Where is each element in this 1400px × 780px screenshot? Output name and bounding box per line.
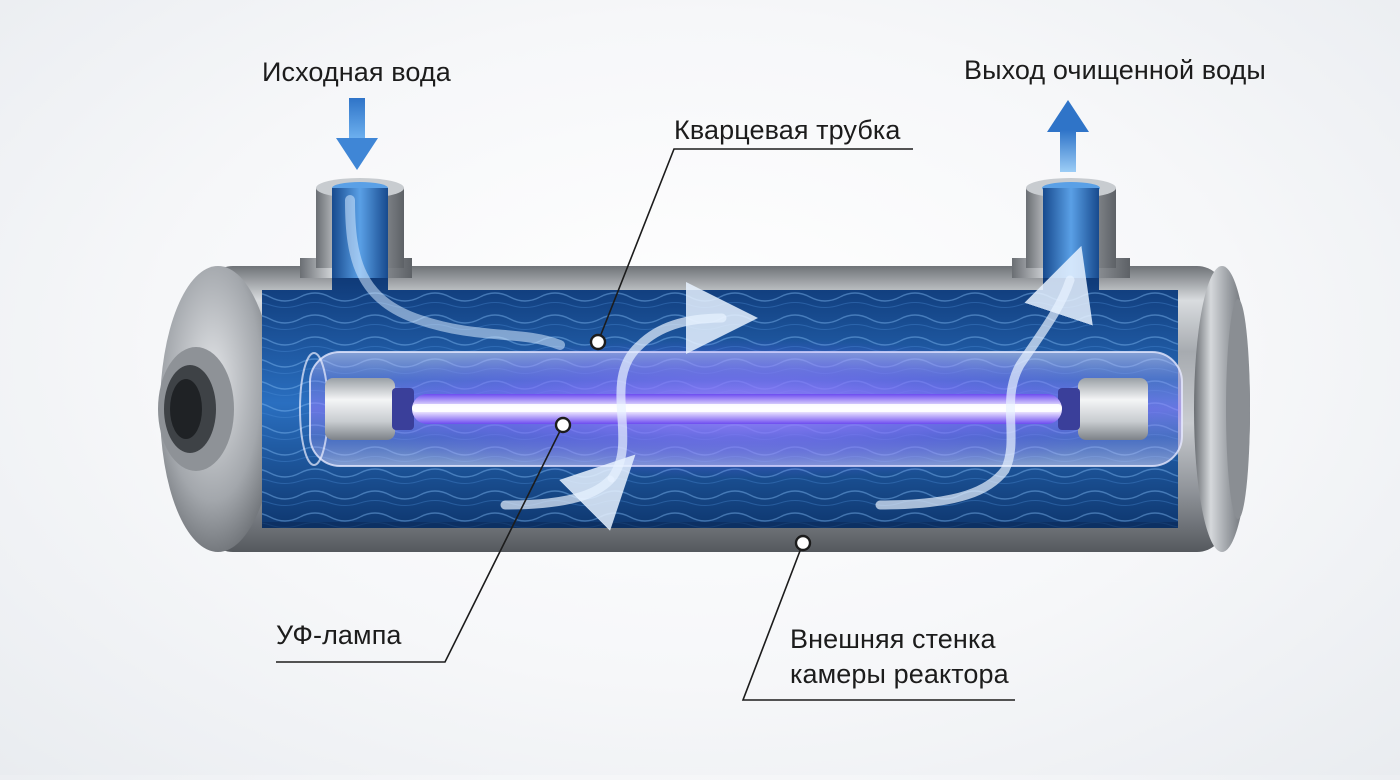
quartz-leader-line: [597, 148, 913, 343]
uv-lamp-label: УФ-лампа: [276, 620, 402, 650]
inlet-label: Исходная вода: [262, 57, 451, 87]
outlet-arrow-icon: [1047, 100, 1089, 172]
quartz-tube-label: Кварцевая трубка: [674, 115, 901, 145]
lamp-fitting-right: [1058, 378, 1148, 440]
wall-leader-line: [741, 542, 1015, 701]
inlet-flow: [345, 195, 565, 350]
outer-wall-label-line2: камеры реактора: [790, 659, 1009, 689]
lamp-callout-dot: [554, 416, 572, 434]
lamp-leader-line: [276, 424, 564, 663]
lamp-fitting-left: [325, 378, 414, 440]
quartz-callout-dot: [589, 333, 607, 351]
wall-callout-dot: [794, 534, 812, 552]
inlet-arrow-icon: [336, 98, 378, 170]
outlet-label: Выход очищенной воды: [964, 55, 1266, 85]
water-flow-arrows: [500, 245, 1093, 531]
outlet-pipe: [1012, 178, 1130, 292]
outer-wall-label-line1: Внешняя стенка: [790, 624, 996, 654]
leader-lines: [276, 148, 1015, 701]
